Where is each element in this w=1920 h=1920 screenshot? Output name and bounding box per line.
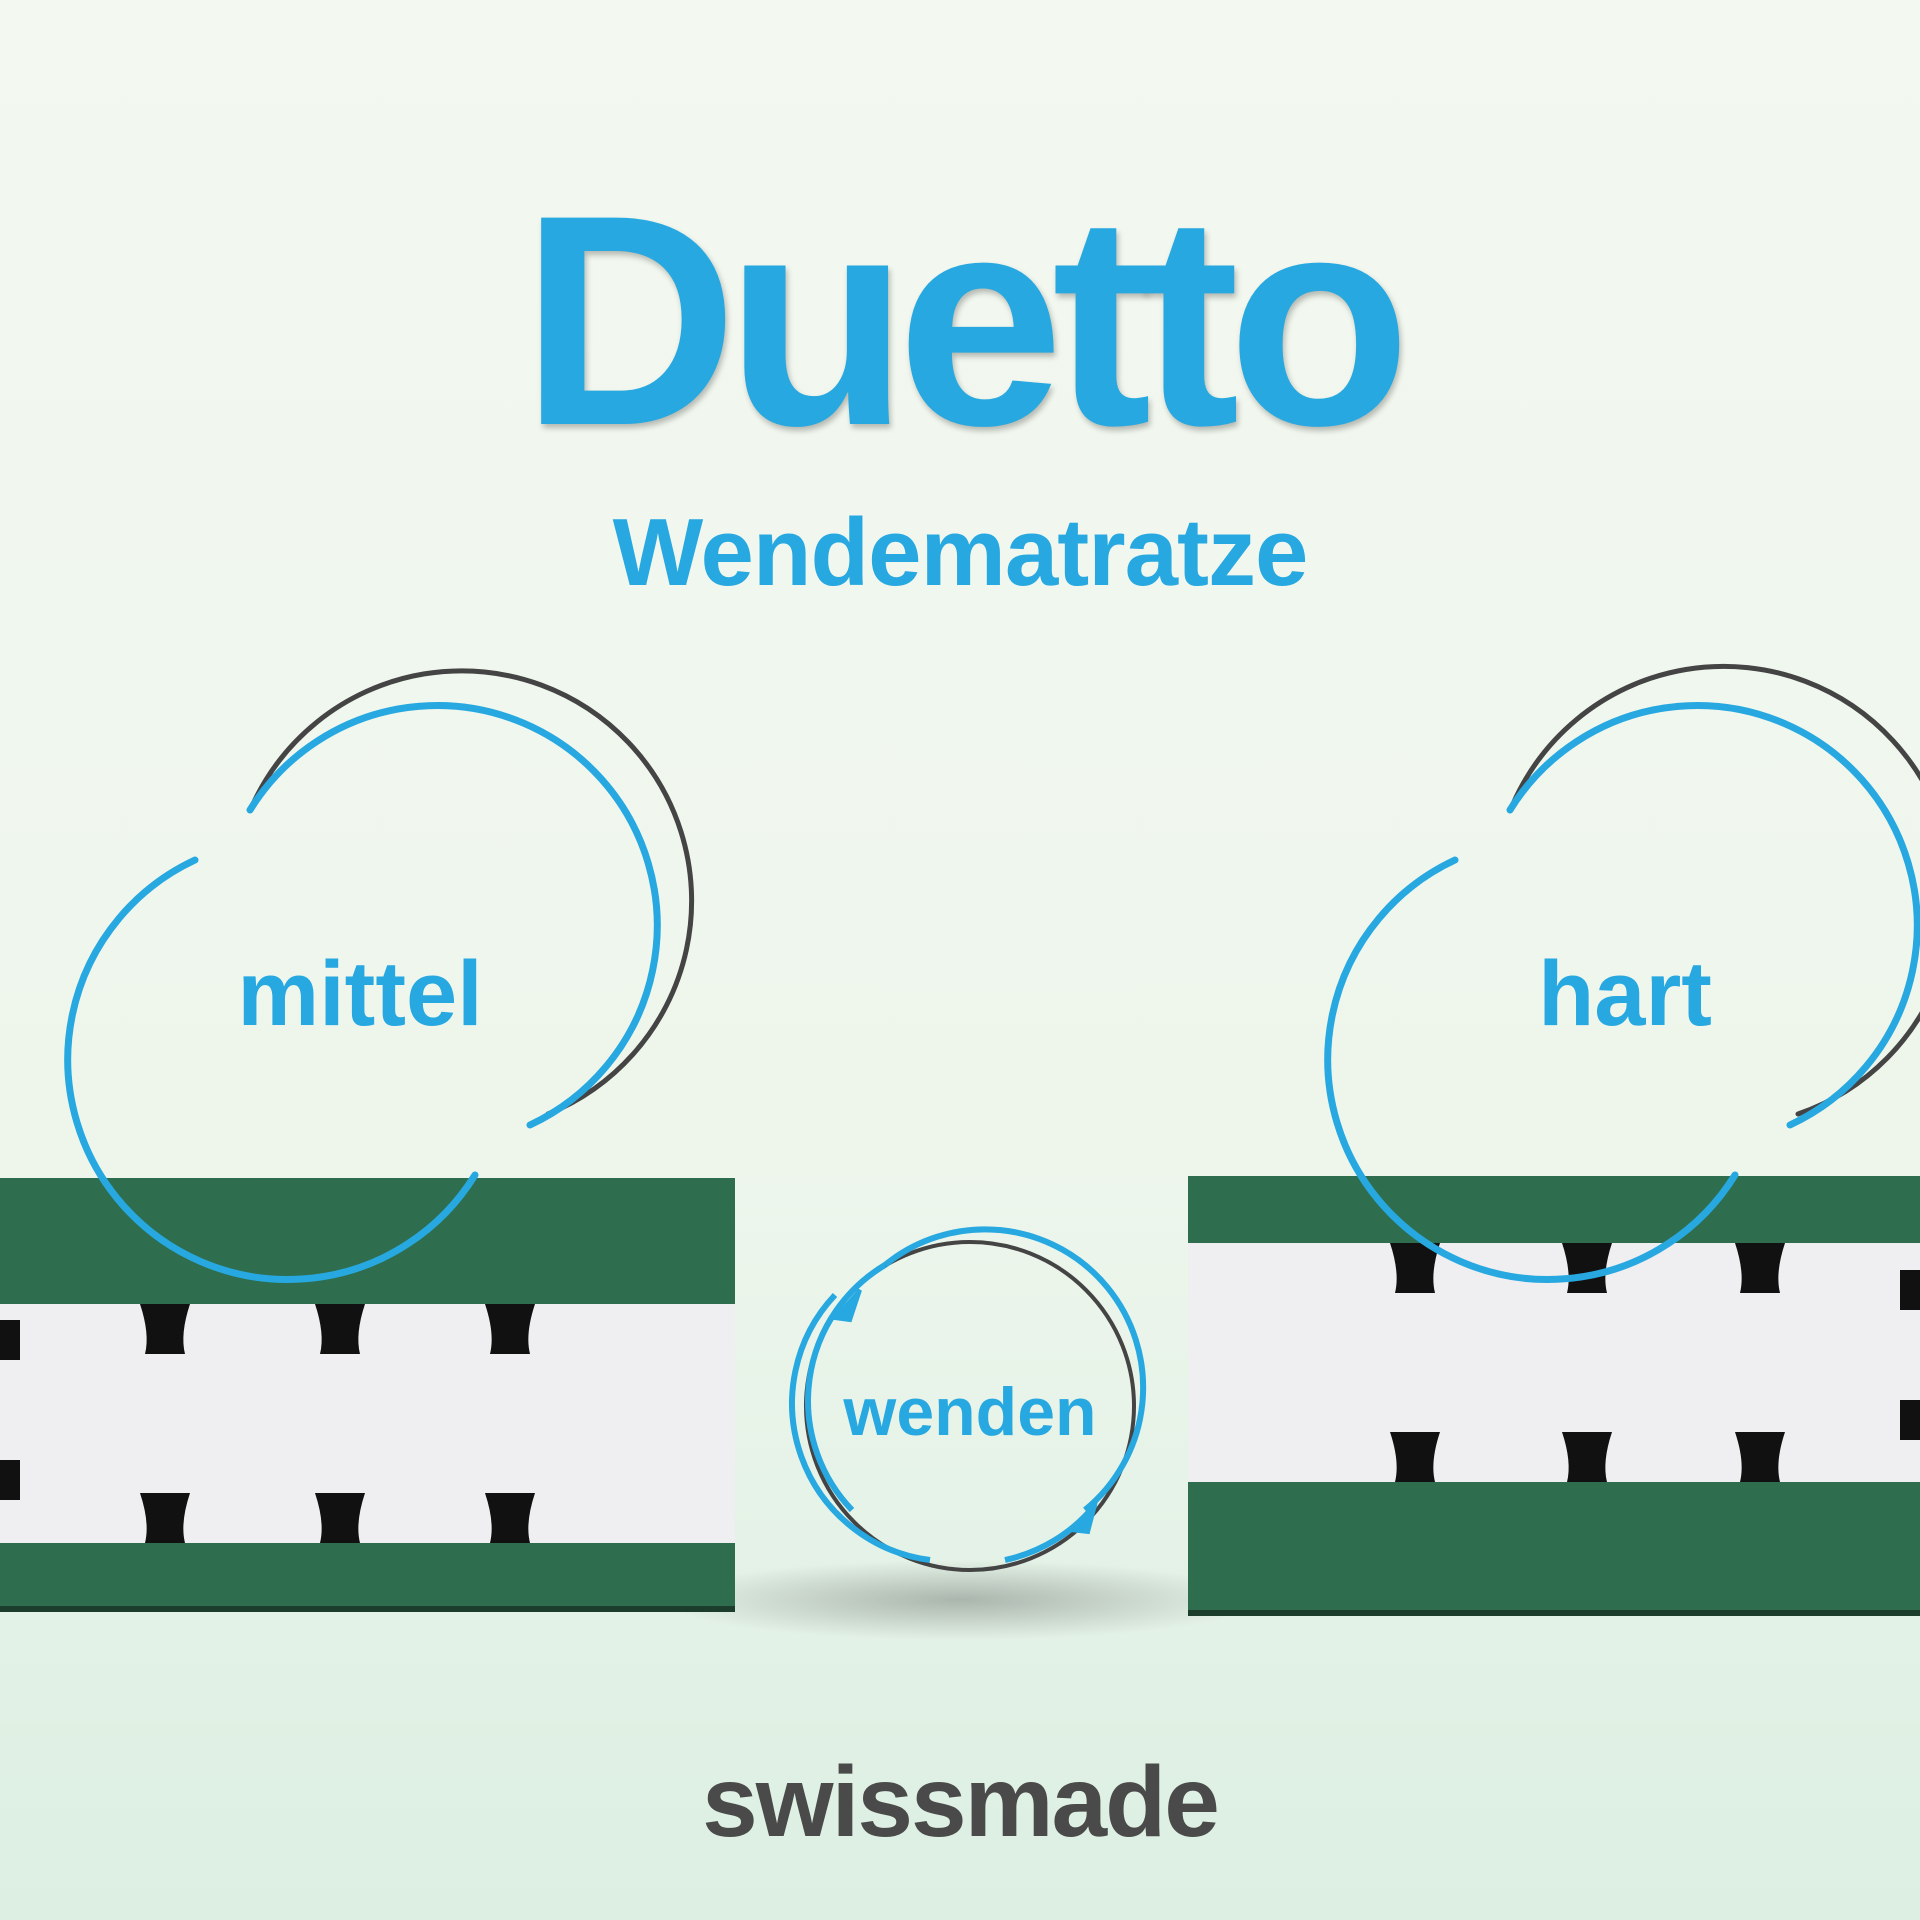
label-wenden: wenden <box>843 1374 1097 1450</box>
mattress-left <box>0 1178 735 1612</box>
page-title: Duetto <box>521 152 1411 488</box>
brand-swissmade: swissmade <box>702 1746 1220 1858</box>
mattress-right <box>1188 1176 1920 1616</box>
circular-arrows-icon <box>789 1226 1147 1572</box>
label-hart: hart <box>1538 943 1712 1045</box>
circle-hart <box>1324 663 1920 1283</box>
label-mittel: mittel <box>237 943 483 1045</box>
page-subtitle: Wendematratze <box>612 499 1309 606</box>
circle-mittel <box>64 668 695 1283</box>
